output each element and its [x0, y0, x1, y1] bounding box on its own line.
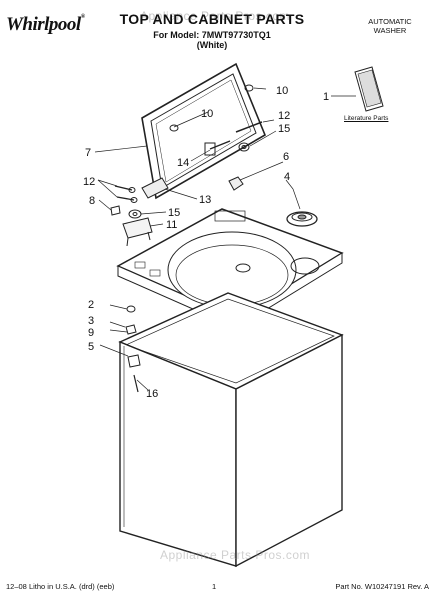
callout-14-hinge: 14 [177, 157, 189, 169]
callout-2-top: 2 [88, 299, 94, 311]
page-title: TOP AND CABINET PARTS [119, 11, 305, 27]
product-type: AUTOMATIC WASHER [355, 17, 425, 35]
callout-12-screw-right: 12 [278, 110, 290, 122]
callout-11-hinge-bracket: 11 [166, 219, 177, 231]
product-type-line-2: WASHER [373, 26, 407, 35]
whirlpool-logo: Whirlpool® [6, 14, 85, 35]
footer-page-number: 1 [212, 582, 217, 591]
leader-lines [94, 87, 294, 391]
callout-13-bracket: 13 [199, 194, 211, 206]
product-type-line-1: AUTOMATIC [368, 17, 412, 26]
callout-3-bumper: 3 [88, 315, 94, 327]
callout-10-lid-screw-right: 10 [276, 85, 288, 97]
callout-1-literature: 1 [323, 91, 329, 103]
model-line: For Model: 7MWT97730TQ1 [153, 30, 271, 40]
callout-5-cabinet: 5 [88, 341, 94, 353]
color-line: (White) [196, 40, 228, 50]
callout-15-washer-right: 15 [278, 123, 290, 135]
callout-16-screw: 16 [146, 388, 158, 400]
callout-4-dispenser: 4 [284, 171, 290, 183]
callout-12-screw-left: 12 [83, 176, 95, 188]
callout-8-nut: 8 [89, 195, 95, 207]
washer-top-panel [116, 208, 344, 329]
callout-15-washer-left: 15 [168, 207, 180, 219]
footer-part-number: Part No. W10247191 Rev. A [335, 582, 429, 591]
callout-10-lid-screw: 10 [201, 108, 213, 120]
lid-panel [141, 62, 267, 200]
left-hinge-hardware [110, 177, 169, 247]
callout-9-clip: 9 [88, 327, 94, 339]
callout-7-lid: 7 [85, 147, 91, 159]
literature-parts-label: Literature Parts [344, 115, 389, 122]
lid-hinge-parts [169, 84, 263, 156]
literature-booklet [331, 66, 384, 112]
footer-litho: 12–08 Litho in U.S.A. (drd) (eeb) [6, 582, 115, 591]
dispenser-and-clip [228, 176, 318, 227]
callout-6-clip: 6 [283, 151, 289, 163]
cabinet [118, 292, 344, 568]
small-parts-below-top [109, 304, 137, 335]
